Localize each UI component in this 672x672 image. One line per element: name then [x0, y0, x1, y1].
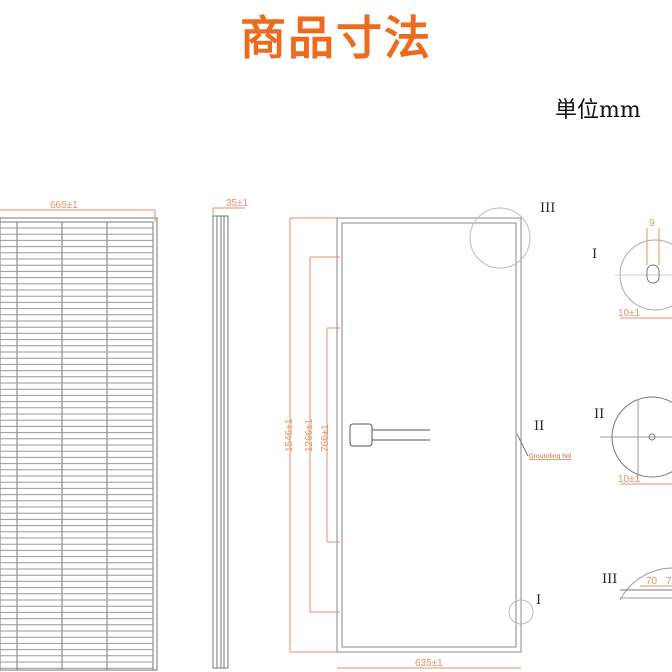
frame-width-dim-label: 635±1 — [415, 658, 443, 669]
back-dims — [289, 217, 521, 669]
detail1-title: I — [592, 247, 597, 262]
front-view — [0, 217, 158, 671]
width-dim-label: 665±1 — [50, 200, 78, 211]
thickness-dim-label: 35±1 — [226, 198, 249, 209]
detail3-marker: III — [540, 201, 555, 216]
side-view — [212, 215, 229, 669]
detail3-title: III — [602, 572, 617, 587]
detail3-a-label: 70 — [646, 576, 658, 587]
page-title: 商品寸法 — [240, 11, 432, 65]
unit-label: 単位mm — [555, 98, 641, 123]
front-width-dim — [0, 209, 156, 222]
detail3-b-label: 7 — [666, 576, 672, 587]
detail1-offset-label: 10±1 — [618, 308, 641, 319]
back-view — [336, 207, 534, 653]
detail1-marker: I — [536, 593, 541, 608]
hole-dia-label: 9 — [649, 218, 655, 229]
length-dim-label: 1546±1 — [284, 418, 295, 452]
mount2-dim-label: 766±1 — [320, 424, 331, 452]
detail2-title: II — [594, 407, 604, 422]
detail2-offset-label: 10±1 — [618, 474, 641, 485]
grounding-hole-label: Grounding hol — [529, 453, 572, 460]
mount1-dim-label: 1266±1 — [304, 418, 315, 452]
junction-box — [349, 423, 430, 447]
detail2-marker: II — [534, 419, 544, 434]
